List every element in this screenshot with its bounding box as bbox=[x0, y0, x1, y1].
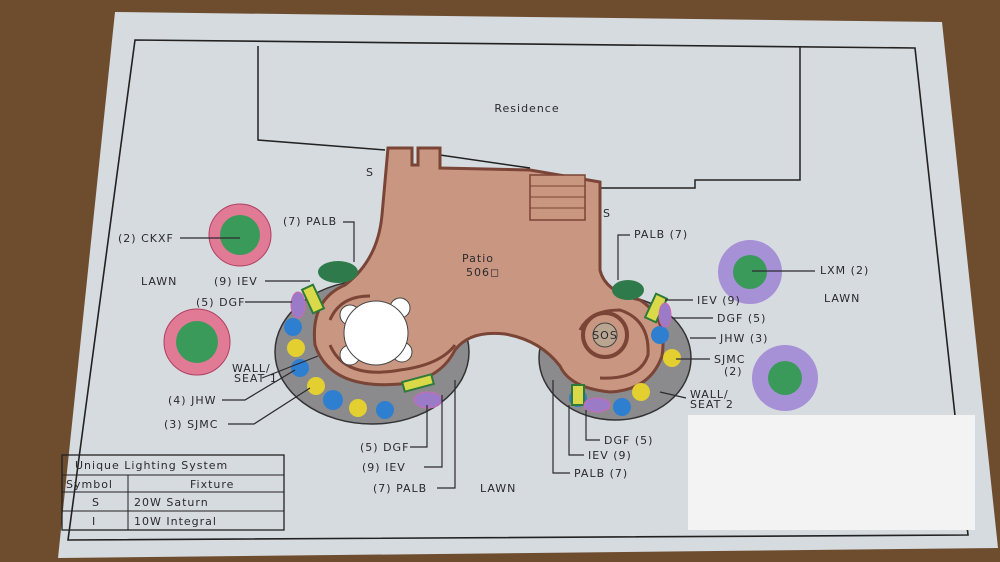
callout-dgf-right: DGF (5) bbox=[717, 312, 766, 325]
fire-pit: SOS bbox=[581, 311, 629, 359]
residence-label: Residence bbox=[494, 102, 559, 115]
spigot-left-label: S bbox=[366, 166, 374, 179]
callout-sjmc-right: SJMC bbox=[714, 353, 745, 366]
legend-fixture: 20W Saturn bbox=[134, 496, 209, 509]
dgf-shrubs bbox=[290, 291, 672, 413]
legend-fixture: 10W Integral bbox=[134, 515, 217, 528]
spigot-right-label: S bbox=[603, 207, 611, 220]
callout-dgf-left: (5) DGF bbox=[196, 296, 245, 309]
legend-header-symbol: Symbol bbox=[66, 478, 113, 491]
callout-palb-bottom-right: PALB (7) bbox=[574, 467, 628, 480]
legend-header-fixture: Fixture bbox=[190, 478, 234, 491]
residence-outline bbox=[257, 46, 801, 189]
plan-border bbox=[67, 39, 969, 541]
callout-iev-right: IEV (9) bbox=[697, 294, 741, 307]
lxm-tree-1 bbox=[718, 240, 782, 304]
lxm-tree-2 bbox=[752, 345, 818, 411]
callout-lxm: LXM (2) bbox=[820, 264, 869, 277]
callout-jhw-right: JHW (3) bbox=[719, 332, 768, 345]
lighting-legend: Unique Lighting System Symbol Fixture S … bbox=[61, 454, 285, 531]
sjmc-shrubs bbox=[287, 339, 681, 417]
callout-sjmc-right-count: (2) bbox=[724, 365, 743, 378]
ckxf-tree-1 bbox=[208, 203, 272, 267]
patio-label: Patio bbox=[462, 252, 494, 265]
lawn-label-left: LAWN bbox=[141, 275, 177, 288]
callout-palb-left: (7) PALB bbox=[283, 215, 337, 228]
callout-wall-seat-2b: SEAT 2 bbox=[690, 398, 734, 411]
legend-symbol: I bbox=[92, 515, 96, 528]
callout-ckxf: (2) CKXF bbox=[118, 232, 174, 245]
iev-grasses bbox=[300, 283, 669, 406]
callout-wall-seat-1: WALL/ bbox=[232, 362, 271, 375]
callout-dgf-bottom-left: (5) DGF bbox=[360, 441, 409, 454]
patio-area: 506◻ bbox=[466, 266, 500, 279]
legend-title: Unique Lighting System bbox=[75, 459, 228, 472]
blank-overlay bbox=[688, 415, 975, 530]
ckxf-tree-2 bbox=[163, 308, 231, 376]
callout-palb-right: PALB (7) bbox=[634, 228, 688, 241]
lawn-label-right: LAWN bbox=[824, 292, 860, 305]
palb-shrubs bbox=[318, 261, 644, 300]
callout-jhw-left: (4) JHW bbox=[168, 394, 216, 407]
fire-pit-label: SOS bbox=[592, 329, 618, 342]
callout-dgf-bottom-right: DGF (5) bbox=[604, 434, 653, 447]
callout-iev-bottom-left: (9) IEV bbox=[362, 461, 406, 474]
legend-symbol: S bbox=[92, 496, 100, 509]
callout-wall-seat-1b: SEAT 1 bbox=[234, 372, 278, 385]
callout-palb-bottom-left: (7) PALB bbox=[373, 482, 427, 495]
lawn-label-bottom: LAWN bbox=[480, 482, 516, 495]
callout-sjmc-left: (3) SJMC bbox=[164, 418, 218, 431]
table-and-chairs bbox=[339, 297, 413, 366]
callout-wall-seat-2: WALL/ bbox=[690, 388, 729, 401]
callout-iev-left: (9) IEV bbox=[214, 275, 258, 288]
seat-wall-1 bbox=[328, 294, 457, 374]
callout-iev-bottom-right: IEV (9) bbox=[588, 449, 632, 462]
